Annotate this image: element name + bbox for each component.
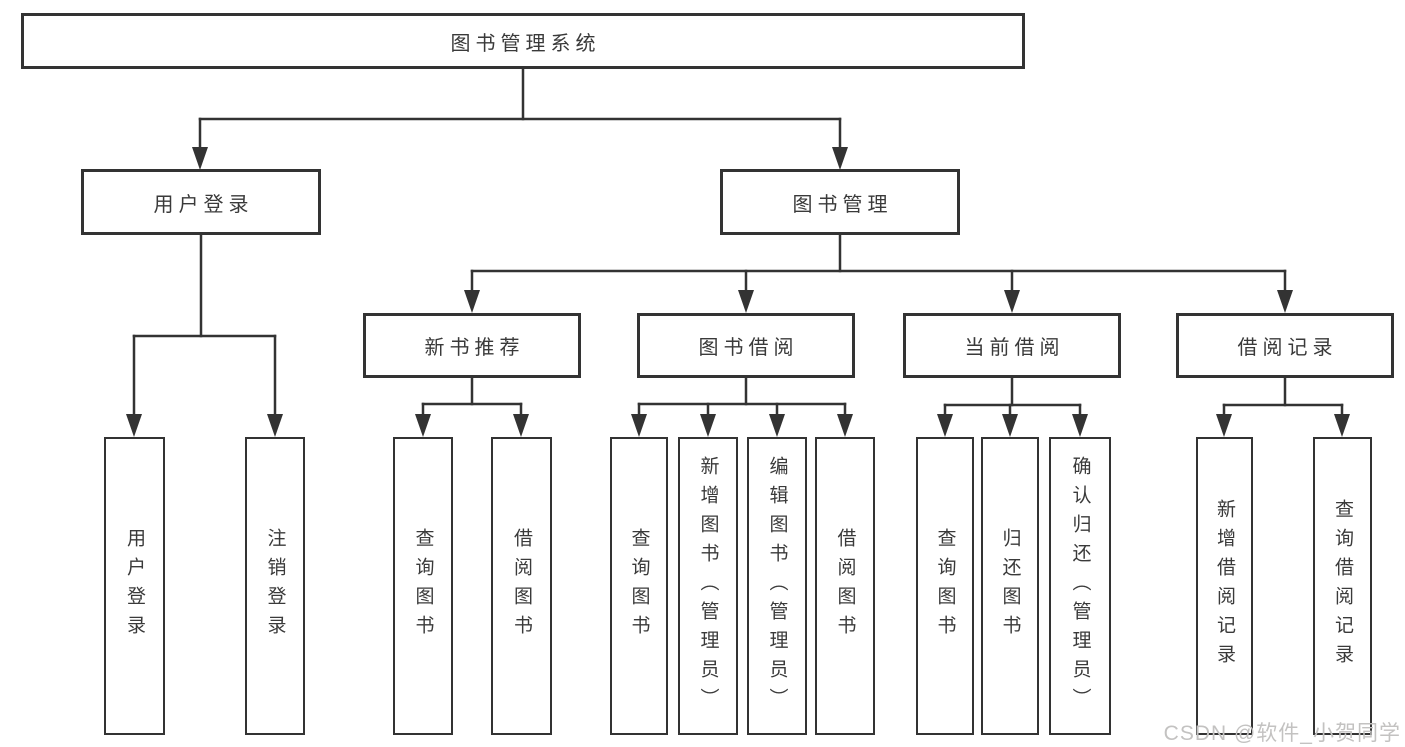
node-label: 编辑图书（管理员） xyxy=(766,455,788,717)
node-borrow-books-under-borrow: 借阅图书 xyxy=(815,437,875,735)
node-label: 查询借阅记录 xyxy=(1332,499,1353,673)
node-library-management-system: 图书管理系统 xyxy=(21,13,1025,69)
node-label: 查询图书 xyxy=(628,528,650,644)
node-label: 用户登录 xyxy=(124,528,145,644)
node-query-books-under-current: 查询图书 xyxy=(916,437,974,735)
node-label: 用户登录 xyxy=(153,193,254,216)
node-label: 借阅记录 xyxy=(1237,337,1338,359)
node-query-books-under-recommend: 查询图书 xyxy=(393,437,453,735)
node-logout-action: 注销登录 xyxy=(245,437,305,735)
node-add-book-admin: 新增图书（管理员） xyxy=(678,437,738,735)
csdn-watermark: CSDN @软件_小贺同学 xyxy=(1163,722,1401,745)
node-current-borrow: 当前借阅 xyxy=(903,313,1121,378)
node-label: 新书推荐 xyxy=(424,337,525,359)
node-label: 图书管理系统 xyxy=(450,32,601,55)
node-label: 当前借阅 xyxy=(964,337,1065,359)
node-label: 注销登录 xyxy=(264,528,286,644)
node-book-management: 图书管理 xyxy=(720,169,960,235)
node-edit-book-admin: 编辑图书（管理员） xyxy=(747,437,807,735)
node-label: 查询图书 xyxy=(934,528,956,644)
node-book-borrow: 图书借阅 xyxy=(637,313,855,378)
node-label: 归还图书 xyxy=(999,528,1021,644)
node-label: 借阅图书 xyxy=(511,528,532,644)
node-label: 借阅图书 xyxy=(834,528,856,644)
node-user-login-action: 用户登录 xyxy=(104,437,165,735)
node-query-books-under-borrow: 查询图书 xyxy=(610,437,668,735)
node-new-book-recommend: 新书推荐 xyxy=(363,313,581,378)
node-label: 查询图书 xyxy=(412,528,434,644)
node-label: 图书管理 xyxy=(792,193,893,216)
node-confirm-return-admin: 确认归还（管理员） xyxy=(1049,437,1111,735)
node-query-borrow-record: 查询借阅记录 xyxy=(1313,437,1372,735)
node-user-login: 用户登录 xyxy=(81,169,321,235)
node-borrow-books-under-recommend: 借阅图书 xyxy=(491,437,552,735)
node-label: 图书借阅 xyxy=(698,337,799,359)
node-label: 确认归还（管理员） xyxy=(1069,455,1091,717)
node-label: 新增借阅记录 xyxy=(1214,499,1235,673)
node-borrow-records: 借阅记录 xyxy=(1176,313,1394,378)
arrowhead-icons xyxy=(126,147,1350,437)
node-return-book: 归还图书 xyxy=(981,437,1039,735)
node-add-borrow-record: 新增借阅记录 xyxy=(1196,437,1253,735)
node-label: 新增图书（管理员） xyxy=(697,455,719,717)
